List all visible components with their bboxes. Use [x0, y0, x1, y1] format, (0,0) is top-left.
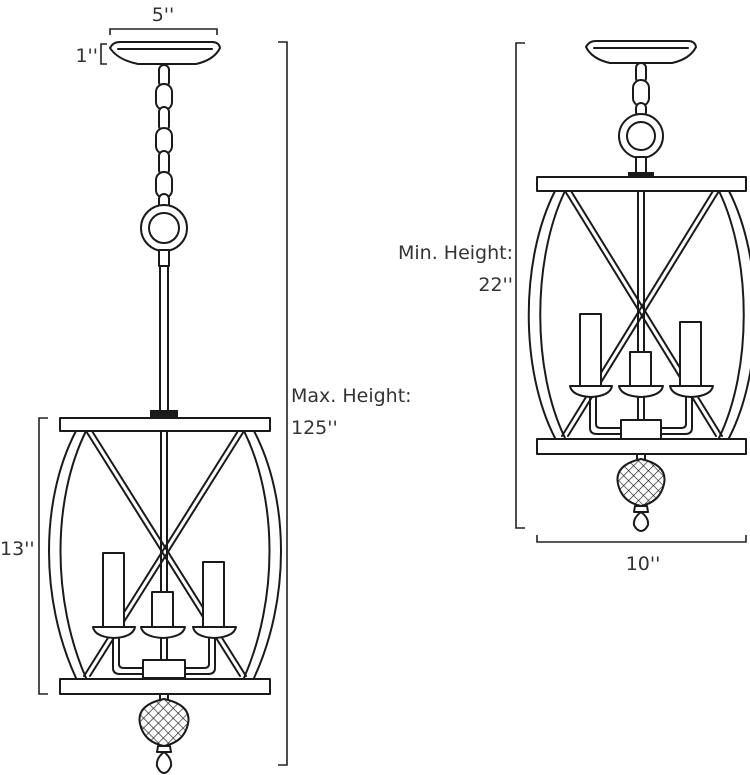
center-hub: [142, 659, 186, 679]
max-height-dimension: Max. Height: 125'': [278, 41, 412, 766]
candle-cups: [569, 385, 714, 398]
crystal-finial: [616, 453, 666, 532]
fixture-height-label: 13'': [0, 538, 35, 560]
top-plate: [536, 172, 747, 192]
candle-arms: [112, 635, 216, 675]
max-height-label: Max. Height:: [291, 385, 412, 407]
right-dimensions: Min. Height: 22'' 10'': [398, 42, 747, 575]
canopy-height-label: 1'': [75, 45, 98, 67]
top-plate: [59, 417, 271, 432]
right-fixture-min-height: [527, 40, 750, 532]
min-height-value: 22'': [478, 274, 513, 296]
left-fixture-max-height: [48, 41, 282, 774]
chain: [155, 64, 173, 211]
canopy: [585, 40, 697, 64]
frame-arcs: [527, 190, 750, 439]
loop-ring: [618, 113, 664, 175]
canopy-width-dimension: 5'': [109, 4, 218, 35]
bottom-plate: [59, 678, 271, 695]
min-height-label: Min. Height:: [398, 242, 513, 264]
candles: [102, 552, 225, 628]
crystal-finial: [138, 693, 190, 774]
bottom-plate: [536, 438, 747, 455]
loop-ring: [140, 204, 188, 267]
canopy-height-dimension: 1'': [75, 43, 107, 67]
fixture-height-dimension: 13'': [0, 417, 48, 695]
stem: [150, 265, 178, 418]
candle-cups: [92, 626, 237, 639]
candle-arms: [589, 394, 693, 435]
candles: [579, 313, 702, 387]
frame-arcs: [48, 430, 282, 679]
max-height-value: 125'': [291, 417, 338, 439]
left-dimensions: 5'' 1'' Max. Height: 125'' 13'': [0, 4, 412, 766]
chain: [632, 62, 650, 118]
canopy: [109, 41, 221, 65]
min-height-dimension: Min. Height: 22'': [398, 42, 525, 529]
fixture-width-label: 10'': [626, 553, 661, 575]
canopy-width-label: 5'': [152, 4, 175, 26]
center-hub: [620, 419, 662, 440]
fixture-width-dimension: 10'': [536, 535, 747, 575]
